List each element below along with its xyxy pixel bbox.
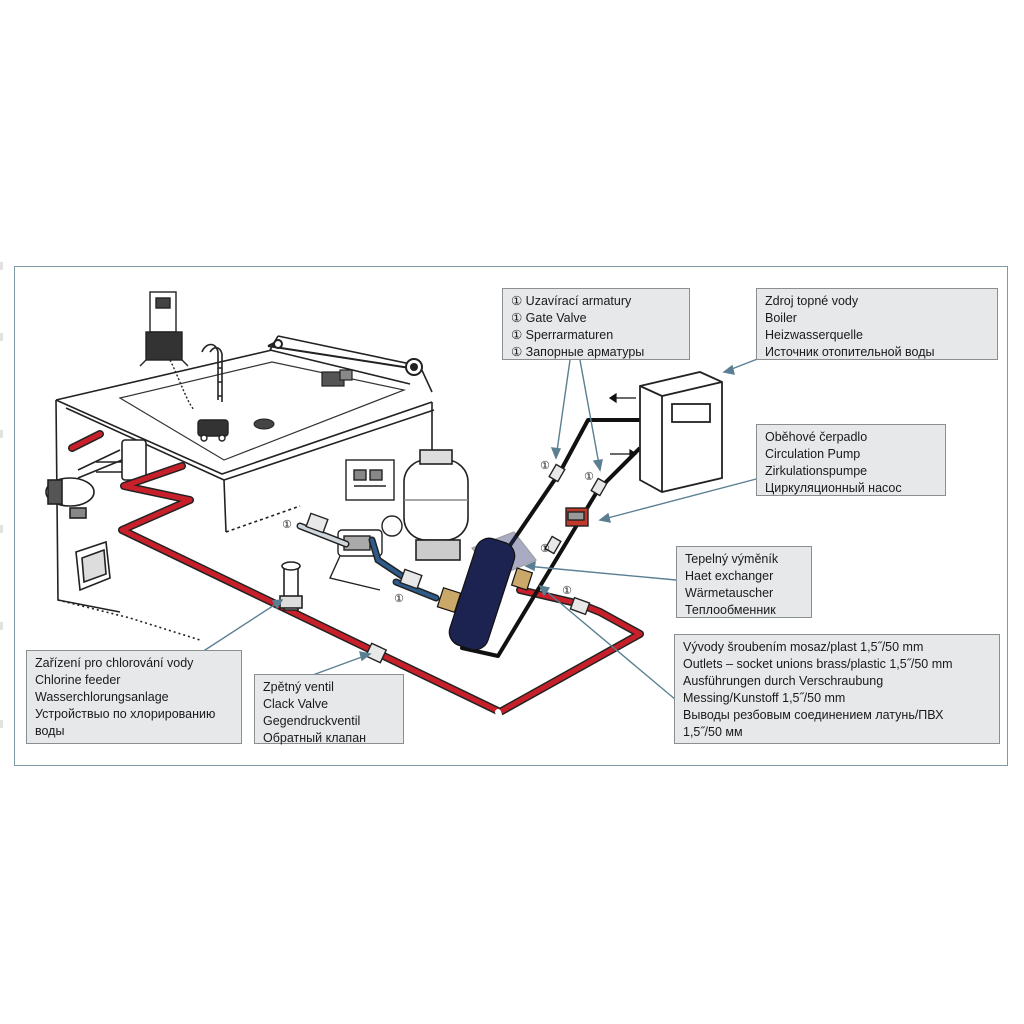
valve-markers: ① ① ① ① ① ① [282, 459, 594, 605]
valve-marker: ① [562, 584, 572, 597]
leader-lines [201, 357, 761, 701]
label-line: ① Sperrarmaturen [511, 328, 614, 342]
label-line: ① Запорные арматуры [511, 345, 645, 359]
label-line: Zdroj topné vody [765, 294, 859, 308]
blue-connectors [296, 522, 440, 602]
valve-marker: ① [282, 518, 292, 531]
edge-mark [0, 720, 3, 728]
edge-mark [0, 525, 3, 533]
label-line: Messing/Kunstoff 1,5˝/50 mm [683, 691, 846, 705]
pool-ladder [201, 343, 223, 402]
pool-pump [329, 515, 403, 591]
flow-arrows [608, 392, 638, 460]
valve-marker: ① [540, 542, 550, 555]
valve-marker: ① [540, 459, 550, 472]
label-line: Обратный клапан [263, 731, 367, 745]
label-line: Выводы резбовым соединением латунь/ПВХ [683, 708, 944, 722]
label-line: воды [35, 724, 65, 738]
valve-marker: ① [584, 470, 594, 483]
wall-valve [410, 363, 418, 371]
check-valve-label: Zpětný ventil Clack Valve Gegendruckvent… [254, 674, 404, 745]
valve-marker: ① [394, 592, 404, 605]
edge-mark [0, 333, 3, 341]
label-line: Zpětný ventil [263, 680, 334, 694]
outlets-label: Vývody šroubením mosaz/plast 1,5˝/50 mm … [674, 634, 1000, 744]
label-line: Устройствыо по хлорированию [35, 707, 216, 721]
label-line: Wärmetauscher [685, 586, 774, 600]
label-line: Haet exchanger [685, 569, 774, 583]
label-line: Vývody šroubením mosaz/plast 1,5˝/50 mm [683, 640, 924, 654]
label-line: Boiler [765, 311, 797, 325]
label-line: Chlorine feeder [35, 673, 121, 687]
label-line: Wasserchlorungsanlage [35, 690, 169, 704]
circulation-pump [565, 507, 589, 527]
red-pipe-network [68, 430, 644, 721]
label-line: Ausführungen durch Verschraubung [683, 674, 884, 688]
label-line: Циркуляционный насос [765, 481, 902, 495]
label-line: Tepelný výměník [685, 552, 779, 566]
circulation-pump-label: Oběhové čerpadlo Circulation Pump Zirkul… [756, 424, 946, 496]
left-pump [45, 439, 147, 519]
label-line: Gegendruckventil [263, 714, 361, 728]
label-line: Источник отопительной воды [765, 345, 935, 359]
heat-exchanger-label: Tepelný výměník Haet exchanger Wärmetaus… [676, 546, 812, 618]
label-line: Теплообменник [685, 603, 776, 617]
label-line: Circulation Pump [765, 447, 861, 461]
chlorinator-unit [139, 291, 195, 411]
label-line: ① Uzavírací armatury [511, 294, 632, 308]
chlorine-feeder-post [279, 561, 303, 611]
label-line: 1,5˝/50 мм [683, 725, 743, 739]
label-line: ① Gate Valve [511, 311, 587, 325]
label-line: Outlets – socket unions brass/plastic 1,… [683, 657, 953, 671]
gate-valve-label: ① Uzavírací armatury ① Gate Valve ① Sper… [502, 288, 690, 360]
label-line: Zirkulationspumpe [765, 464, 868, 478]
label-line: Oběhové čerpadlo [765, 430, 868, 444]
label-line: Heizwasserquelle [765, 328, 863, 342]
chlorine-feeder-label: Zařízení pro chlorování vody Chlorine fe… [26, 650, 242, 744]
boiler-unit [639, 371, 723, 493]
edge-mark [0, 262, 3, 270]
label-line: Clack Valve [263, 697, 329, 711]
edge-mark [0, 622, 3, 630]
filter-control-panel [345, 459, 395, 501]
pipe-valves [305, 463, 608, 664]
heat-exchanger [436, 531, 537, 651]
sand-filter [403, 449, 469, 561]
control-box [75, 540, 111, 592]
label-line: Zařízení pro chlorování vody [35, 656, 194, 670]
boiler-label: Zdroj topné vody Boiler Heizwasserquelle… [756, 288, 998, 360]
pool-cleaner [197, 419, 229, 442]
floor-drain [253, 418, 275, 430]
edge-mark [0, 430, 3, 438]
skimmer [321, 369, 353, 387]
pool-cover-roller [267, 339, 423, 376]
